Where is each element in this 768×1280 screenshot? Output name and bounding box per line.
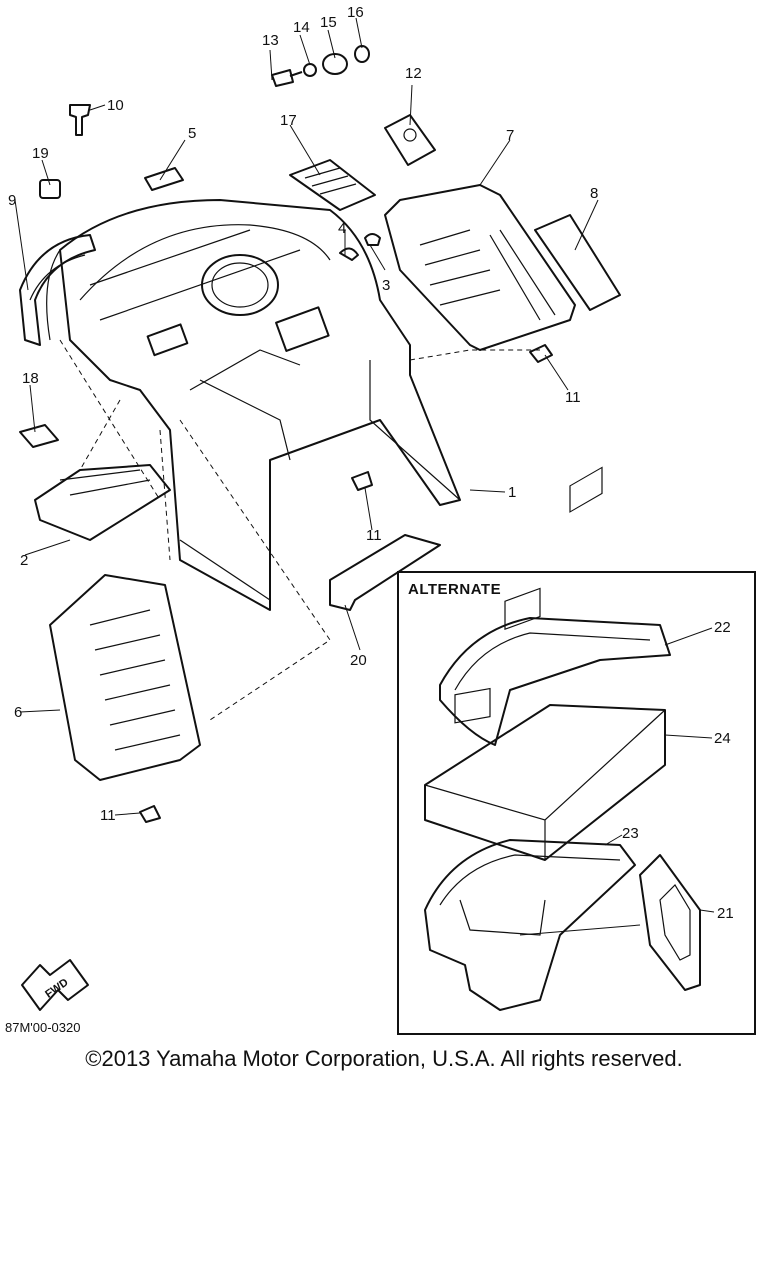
right-vent-panel: [384, 184, 576, 351]
callout-6: 6: [14, 704, 22, 721]
callout-5: 5: [188, 125, 196, 142]
fwd-arrow-icon: [21, 959, 89, 1011]
callout-13: 13: [262, 32, 279, 49]
figure-code: 87M'00-0320: [5, 1020, 80, 1035]
lower-vent-panel: [49, 574, 201, 781]
right-gasket: [534, 214, 621, 311]
part-4-clip: [339, 247, 359, 261]
callout-21: 21: [717, 905, 734, 922]
part-23-lower-tray: [424, 839, 636, 1011]
callout-19: 19: [32, 145, 49, 162]
part-3-grommet: [364, 233, 381, 246]
fwd-label: FWD: [43, 976, 70, 1000]
part-20-seal: [329, 534, 441, 611]
part-19-bushing: [39, 179, 61, 199]
callout-12: 12: [405, 65, 422, 82]
callout-11-a: 11: [565, 389, 581, 406]
part-22-cover: [439, 617, 671, 746]
callout-7: 7: [506, 127, 514, 144]
callout-18: 18: [22, 370, 39, 387]
callout-23: 23: [622, 825, 639, 842]
callout-9: 9: [8, 192, 16, 209]
callout-20: 20: [350, 652, 367, 669]
lower-plate: [34, 464, 171, 541]
callout-17: 17: [280, 112, 297, 129]
callout-1: 1: [508, 484, 516, 501]
callout-labels: 1 2 3 4 5 6 7 8 9 10 11 11 11 12 13 14 1…: [8, 4, 734, 922]
copyright-notice: ©2013 Yamaha Motor Corporation, U.S.A. A…: [85, 1046, 683, 1071]
part-21-filter-frame: [639, 854, 701, 991]
callout-3: 3: [382, 277, 390, 294]
callout-4: 4: [338, 220, 346, 237]
part-18-clip: [19, 424, 59, 448]
callout-11-b: 11: [366, 527, 382, 544]
bolt-11-a: [529, 344, 553, 363]
front-body-panel: [46, 199, 461, 611]
part-24-foam-block: [424, 466, 666, 861]
part-5-cap: [144, 167, 184, 191]
bolt-11-b: [351, 471, 373, 491]
left-side-cover: [19, 234, 96, 346]
callout-10: 10: [107, 97, 124, 114]
callout-16: 16: [347, 4, 364, 21]
leader-lines: [14, 17, 599, 816]
alternate-inset: [397, 466, 756, 1035]
fastener-stack: [271, 45, 370, 87]
callout-8: 8: [590, 185, 598, 202]
part-12-bracket: [384, 114, 436, 166]
callout-24: 24: [714, 730, 731, 747]
alternate-title: ALTERNATE: [408, 581, 501, 598]
exploded-parts-diagram: 1 2 3 4 5 6 7 8 9 10 11 11 11 12 13 14 1…: [5, 4, 756, 1035]
part-10-bolt: [69, 104, 91, 136]
callout-14: 14: [293, 19, 310, 36]
callout-11-c: 11: [100, 807, 116, 824]
bolt-11-c: [139, 805, 161, 823]
callout-15: 15: [320, 14, 337, 31]
part-17-plate: [289, 159, 376, 211]
callout-2: 2: [20, 552, 28, 569]
callout-22: 22: [714, 619, 731, 636]
